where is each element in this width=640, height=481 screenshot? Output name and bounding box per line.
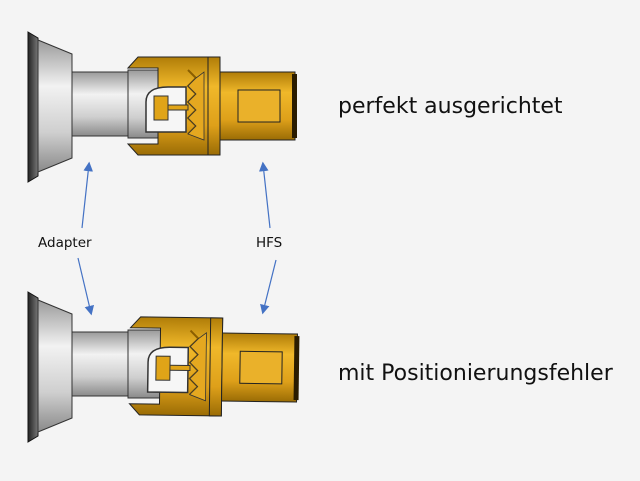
arrow-adapter-up [81,161,93,229]
arrow-hfs-up [259,161,271,229]
arrow-adapter-down [77,257,95,316]
arrow-hfs-down [260,259,277,315]
connector-aligned [27,31,298,183]
caption-misaligned: mit Positionierungsfehler [338,361,613,386]
label-adapter: Adapter [38,235,92,251]
label-hfs: HFS [256,235,283,251]
caption-aligned: perfekt ausgerichtet [338,94,563,119]
connector-misaligned [27,291,301,443]
